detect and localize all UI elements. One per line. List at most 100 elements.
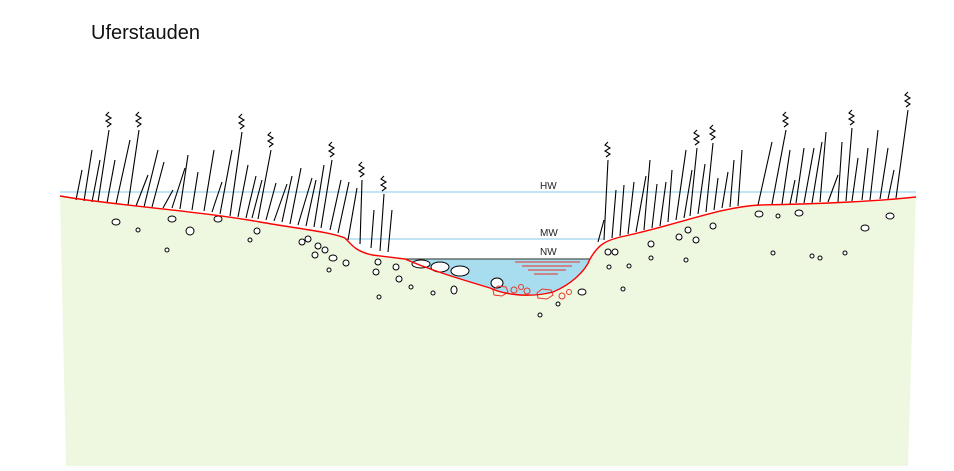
reed-icon <box>771 129 787 205</box>
reed-icon <box>289 167 302 225</box>
pebble-icon <box>392 263 400 271</box>
pebble-icon <box>842 250 848 256</box>
reed-icon <box>281 175 293 223</box>
bank-perennials <box>75 91 912 253</box>
pebble-icon <box>620 286 626 292</box>
pebble-icon <box>372 268 380 276</box>
reed-icon <box>305 179 317 227</box>
pebble-icon <box>374 258 382 266</box>
reed-icon <box>869 129 879 201</box>
pebble-icon <box>885 212 895 220</box>
reed-icon <box>781 149 791 205</box>
reed-icon <box>689 147 698 217</box>
reed-icon <box>203 149 215 212</box>
mw-label: MW <box>540 228 558 239</box>
reed-icon <box>721 171 729 209</box>
pebble-icon <box>328 254 338 262</box>
pebble-icon <box>135 227 141 233</box>
pebble-icon <box>253 227 261 235</box>
reed-icon <box>135 174 149 207</box>
reed-icon <box>329 179 342 231</box>
reed-icon <box>851 157 859 202</box>
reed-icon <box>265 182 277 221</box>
reed-icon <box>827 174 839 203</box>
reed-icon <box>611 189 617 239</box>
reed-icon <box>795 147 805 204</box>
pebble-icon <box>185 226 195 236</box>
pebble-icon <box>213 215 223 223</box>
reed-icon <box>379 193 385 252</box>
reed-icon <box>97 129 110 203</box>
reed-icon <box>106 159 116 204</box>
reed-icon <box>171 167 186 209</box>
reed-icon <box>370 209 375 249</box>
pebble-icon <box>626 263 632 269</box>
water-body <box>405 259 590 296</box>
nw-label: NW <box>540 247 557 258</box>
reed-seedhead-icon <box>692 129 701 146</box>
pebble-icon <box>692 236 700 244</box>
reed-icon <box>635 175 647 233</box>
pebble-icon <box>770 250 776 256</box>
reed-icon <box>819 131 827 203</box>
reed-seedhead-icon <box>847 109 856 126</box>
red-stone <box>523 287 531 295</box>
pebble-icon <box>794 209 804 217</box>
pebble-icon <box>450 285 458 295</box>
reed-seedhead-icon <box>134 111 143 128</box>
pebble-icon <box>247 237 253 243</box>
water-ripples <box>515 261 580 275</box>
pebble-icon <box>111 218 121 226</box>
pebble-icon <box>304 235 312 243</box>
red-stone <box>518 284 524 290</box>
reed-icon <box>713 177 719 211</box>
reed-icon <box>879 147 889 200</box>
reed-icon <box>347 187 358 241</box>
pebble-icon <box>775 213 781 219</box>
reed-icon <box>313 164 325 228</box>
pebble-icon <box>376 294 382 300</box>
reed-icon <box>667 169 673 223</box>
reed-icon <box>837 141 843 203</box>
boulder-icon <box>411 259 431 269</box>
reed-icon <box>83 149 93 202</box>
pebble-icon <box>709 222 717 230</box>
reed-icon <box>803 147 815 204</box>
red-stone <box>510 286 518 294</box>
reed-icon <box>895 109 909 199</box>
red-stone <box>558 292 566 300</box>
pebble-icon <box>342 259 350 267</box>
pebble-icon <box>314 242 322 250</box>
pebble-icon <box>611 248 619 256</box>
reed-icon <box>337 181 350 234</box>
boulder-icon <box>490 277 504 289</box>
reed-icon <box>115 139 131 205</box>
bank-profile-line <box>59 195 917 296</box>
pebble-icon <box>648 255 654 261</box>
reed-icon <box>887 169 895 200</box>
pebble-icon <box>809 253 815 259</box>
reed-icon <box>675 149 687 221</box>
pebble-icon <box>606 264 612 270</box>
pebble-icon <box>311 251 319 259</box>
pebble-icon <box>675 233 683 241</box>
pebble-icon <box>395 275 403 283</box>
reed-icon <box>245 175 257 219</box>
reed-icon <box>845 127 853 202</box>
reed-icon <box>359 179 363 245</box>
reed-icon <box>643 159 651 231</box>
boulder-icon <box>450 265 470 277</box>
reed-seedhead-icon <box>237 113 246 130</box>
reed-icon <box>211 181 223 213</box>
reed-seedhead-icon <box>327 141 336 158</box>
reed-icon <box>627 181 635 235</box>
pebble-icon <box>684 226 692 234</box>
pebble-icon <box>817 255 823 261</box>
reed-icon <box>143 149 159 208</box>
reed-icon <box>237 164 249 218</box>
reed-icon <box>273 183 288 222</box>
pebble-icon <box>647 240 655 248</box>
reed-icon <box>737 149 743 207</box>
